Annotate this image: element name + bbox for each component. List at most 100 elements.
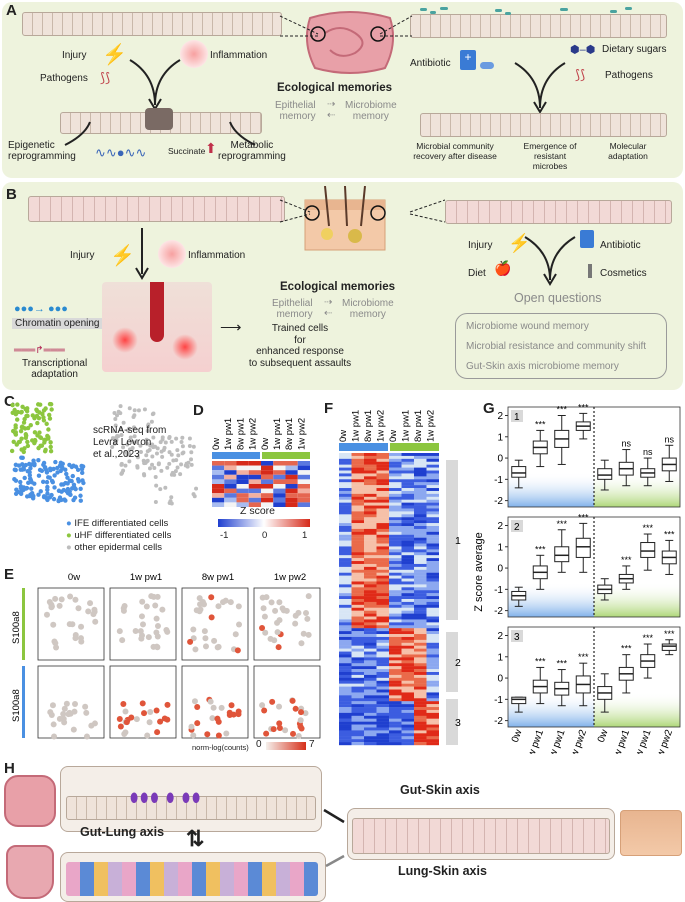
heatmap-f-cell xyxy=(389,543,402,547)
feature-cell-point xyxy=(152,602,159,609)
umap-point-ife xyxy=(43,467,49,472)
heatmap-f-cell xyxy=(351,704,364,708)
feature-cell-point xyxy=(48,604,55,611)
heatmap-f-cell xyxy=(376,470,389,474)
umap-point-ife xyxy=(71,482,77,487)
heatmap-f-cell xyxy=(364,578,377,582)
heatmap-f-cell xyxy=(401,528,414,533)
feature-cell-point xyxy=(138,613,145,620)
heatmap-f-cell xyxy=(426,552,439,556)
heatmap-f-cell xyxy=(426,645,439,649)
heatmap-f-cell xyxy=(351,677,364,681)
heatmap-f-cell xyxy=(364,604,377,608)
heatmap-f-cell xyxy=(351,467,364,471)
heatmap-f-cell xyxy=(426,555,439,559)
umap-point-ife xyxy=(59,482,64,487)
umap-point-other xyxy=(115,434,120,439)
b-injury-label: Injury xyxy=(70,250,95,261)
umap-point-ife xyxy=(51,496,57,502)
umap-point-other xyxy=(142,461,147,466)
heatmap-d-cell xyxy=(236,484,249,489)
heatmap-f-cell xyxy=(376,584,389,588)
feature-cell-point xyxy=(153,615,160,622)
heatmap-f-cell xyxy=(401,569,414,573)
feature-cell-point xyxy=(272,607,279,614)
heatmap-f-cell xyxy=(351,727,364,731)
feature-cell-point xyxy=(235,603,242,610)
heatmap-f-cell xyxy=(339,692,352,696)
heatmap-f-cell xyxy=(426,666,439,670)
heatmap-f-cell xyxy=(389,473,402,477)
heatmap-d-cell xyxy=(248,465,261,471)
heatmap-d-cell xyxy=(273,493,286,498)
heatmap-f-cell xyxy=(414,645,427,649)
heatmap-d-cell xyxy=(224,502,237,507)
heatmap-f-cell xyxy=(339,601,352,606)
heatmap-f-group-ife xyxy=(339,443,388,451)
heatmap-d-cell xyxy=(285,470,298,475)
umap-point-other xyxy=(121,468,126,473)
heatmap-d-cell xyxy=(224,484,237,489)
feature-cell-point xyxy=(82,703,89,710)
heatmap-f-cell xyxy=(351,672,364,676)
heatmap-f-cell xyxy=(364,718,377,722)
heatmap-d-cell xyxy=(248,488,261,494)
b-converging-arrow-icon xyxy=(524,236,576,286)
heatmap-f-cell xyxy=(339,514,352,518)
heatmap-f-cell xyxy=(389,496,402,500)
heatmap-f-cell xyxy=(351,742,364,746)
heatmap-f-cell xyxy=(351,709,364,714)
heatmap-f-cell xyxy=(426,488,439,492)
heatmap-f-cell xyxy=(351,479,364,483)
umap-point-other xyxy=(126,426,131,431)
heatmap-f-cell xyxy=(364,464,377,468)
heatmap-f-cell xyxy=(401,695,414,699)
heatmap-f-cell xyxy=(376,552,389,556)
heatmap-f-cell xyxy=(376,709,389,714)
norm-log-min: 0 xyxy=(256,739,262,750)
feature-cell-point xyxy=(290,730,297,737)
umap-point-uhf xyxy=(19,436,24,441)
heatmap-f-cell xyxy=(426,669,439,673)
feature-cell-point xyxy=(211,637,218,644)
inflammation-label: Inflammation xyxy=(210,50,268,61)
heatmap-f-cell xyxy=(364,482,377,486)
heatmap-d-cell xyxy=(224,488,237,494)
heatmap-f-cell xyxy=(426,692,439,696)
umap-point-other xyxy=(180,444,185,449)
heatmap-f-cell xyxy=(401,467,414,471)
heatmap-d-cell xyxy=(212,470,225,475)
heatmap-f-cell xyxy=(339,581,352,585)
heatmap-f-cell xyxy=(389,531,402,535)
heatmap-f-cell xyxy=(389,455,402,460)
right-arrow-icon: ⟶ xyxy=(220,319,242,336)
heatmap-f-cell xyxy=(426,631,439,635)
heatmap-f-cell xyxy=(401,490,414,495)
umap-point-other xyxy=(154,483,159,488)
heatmap-f-cell xyxy=(339,566,352,570)
umap-point-ife xyxy=(53,459,58,465)
heatmap-f-cell xyxy=(376,689,389,693)
lung-cell-types-icon xyxy=(66,862,318,896)
feature-cell-point xyxy=(164,628,171,635)
heatmap-f-cell xyxy=(414,523,427,527)
feature-cell-point xyxy=(192,646,199,653)
umap-point-ife xyxy=(38,489,43,494)
heatmap-f-cell xyxy=(389,458,402,462)
heatmap-f-cell xyxy=(401,680,414,684)
umap-point-other xyxy=(145,428,150,433)
umap-point-ife xyxy=(80,464,86,469)
heatmap-f-cell xyxy=(376,558,389,562)
heatmap-d-cell xyxy=(273,474,286,480)
heatmap-f-cell xyxy=(351,666,364,670)
heatmap-f-cell xyxy=(376,569,389,573)
heatmap-f-col-label: 0w xyxy=(338,430,349,442)
heatmap-f-cell xyxy=(401,455,414,460)
heatmap-f-cell xyxy=(351,563,364,568)
heatmap-f-cell xyxy=(426,496,439,500)
heatmap-f-cell xyxy=(339,517,352,521)
heatmap-d-cell xyxy=(261,497,274,503)
feature-cell-point xyxy=(63,700,70,707)
feature-cell-point xyxy=(154,633,161,640)
umap-point-ife xyxy=(75,467,81,473)
